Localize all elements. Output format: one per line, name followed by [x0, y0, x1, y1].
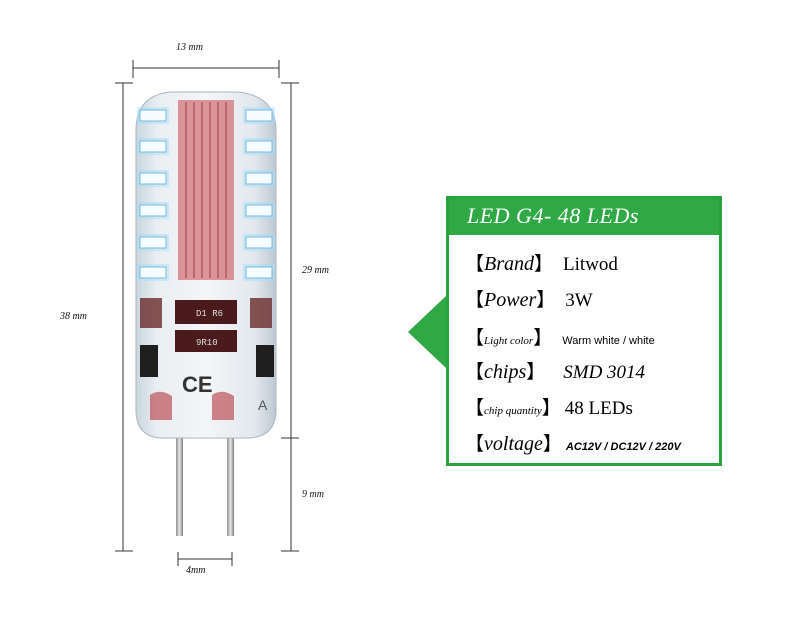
led-chip — [139, 266, 167, 279]
bracket-open: 【 — [465, 397, 485, 419]
bracket-open: 【 — [465, 361, 485, 383]
width-label: 13 mm — [176, 42, 203, 53]
bracket-open: 【 — [465, 253, 485, 275]
bracket-open: 【 — [465, 433, 485, 455]
bracket-open: 【 — [465, 289, 485, 311]
chip-marking-2: 9R10 — [196, 338, 218, 348]
spec-label-power: Power — [484, 289, 537, 311]
spec-row-brand: 【Brand】 Litwod — [465, 249, 618, 276]
spec-value-voltage: AC12V / DC12V / 220V — [565, 441, 681, 453]
led-chip — [245, 266, 273, 279]
led-chip — [139, 172, 167, 185]
led-chip — [139, 236, 167, 249]
spec-label-voltage: voltage — [484, 433, 543, 455]
led-chip — [139, 204, 167, 217]
led-chips — [137, 107, 275, 281]
spec-card-title: LED G4- 48 LEDs — [467, 203, 639, 228]
bracket-close: 】 — [542, 433, 562, 455]
spec-value-chips: SMD 3014 — [563, 362, 646, 383]
spec-label-light-color: Light color — [484, 335, 534, 347]
ce-mark: CE — [182, 372, 213, 397]
spec-row-chips: 【chips】 SMD 3014 — [465, 357, 645, 384]
spec-row-chip-quantity: 【chip quantity】 48 LEDs — [465, 393, 633, 420]
led-chip — [245, 140, 273, 153]
dimension-lines — [115, 60, 299, 566]
spec-value-brand: Litwod — [563, 254, 618, 275]
bracket-open: 【 — [465, 327, 485, 349]
total-height-label: 38 mm — [60, 311, 87, 322]
spec-row-light-color: 【Light color】 Warm white / white — [465, 323, 655, 350]
bracket-close: 】 — [534, 253, 554, 275]
led-chip — [139, 109, 167, 122]
chip-marking-1: D1 R6 — [196, 309, 223, 319]
callout-arrow — [408, 296, 446, 368]
spec-value-power: 3W — [565, 290, 593, 311]
spec-card: LED G4- 48 LEDs 【Brand】 Litwod 【Power】 3… — [446, 196, 722, 466]
led-chip — [139, 140, 167, 153]
spec-value-light-color: Warm white / white — [562, 335, 655, 347]
side-mark: A — [258, 397, 268, 413]
spec-label-chip-quantity: chip quantity — [484, 405, 542, 417]
spec-label-chips: chips — [484, 361, 527, 383]
bracket-close: 】 — [533, 327, 553, 349]
spec-value-chip-quantity: 48 LEDs — [564, 398, 633, 419]
bulb-body — [135, 91, 277, 439]
spec-card-header: LED G4- 48 LEDs — [449, 199, 719, 235]
pin-spacing-label: 4mm — [186, 565, 206, 576]
led-chip — [245, 236, 273, 249]
spec-row-power: 【Power】 3W — [465, 285, 593, 312]
bracket-close: 】 — [536, 289, 556, 311]
bulb-components — [140, 298, 274, 420]
bulb-pins — [176, 430, 234, 536]
body-height-label: 29 mm — [302, 265, 329, 276]
led-chip — [245, 204, 273, 217]
led-chip — [245, 172, 273, 185]
pin-length-label: 9 mm — [302, 489, 324, 500]
spec-row-voltage: 【voltage】 AC12V / DC12V / 220V — [465, 429, 681, 456]
bracket-close: 】 — [526, 361, 546, 383]
spec-label-brand: Brand — [484, 253, 535, 275]
bracket-close: 】 — [541, 397, 561, 419]
led-chip — [245, 109, 273, 122]
